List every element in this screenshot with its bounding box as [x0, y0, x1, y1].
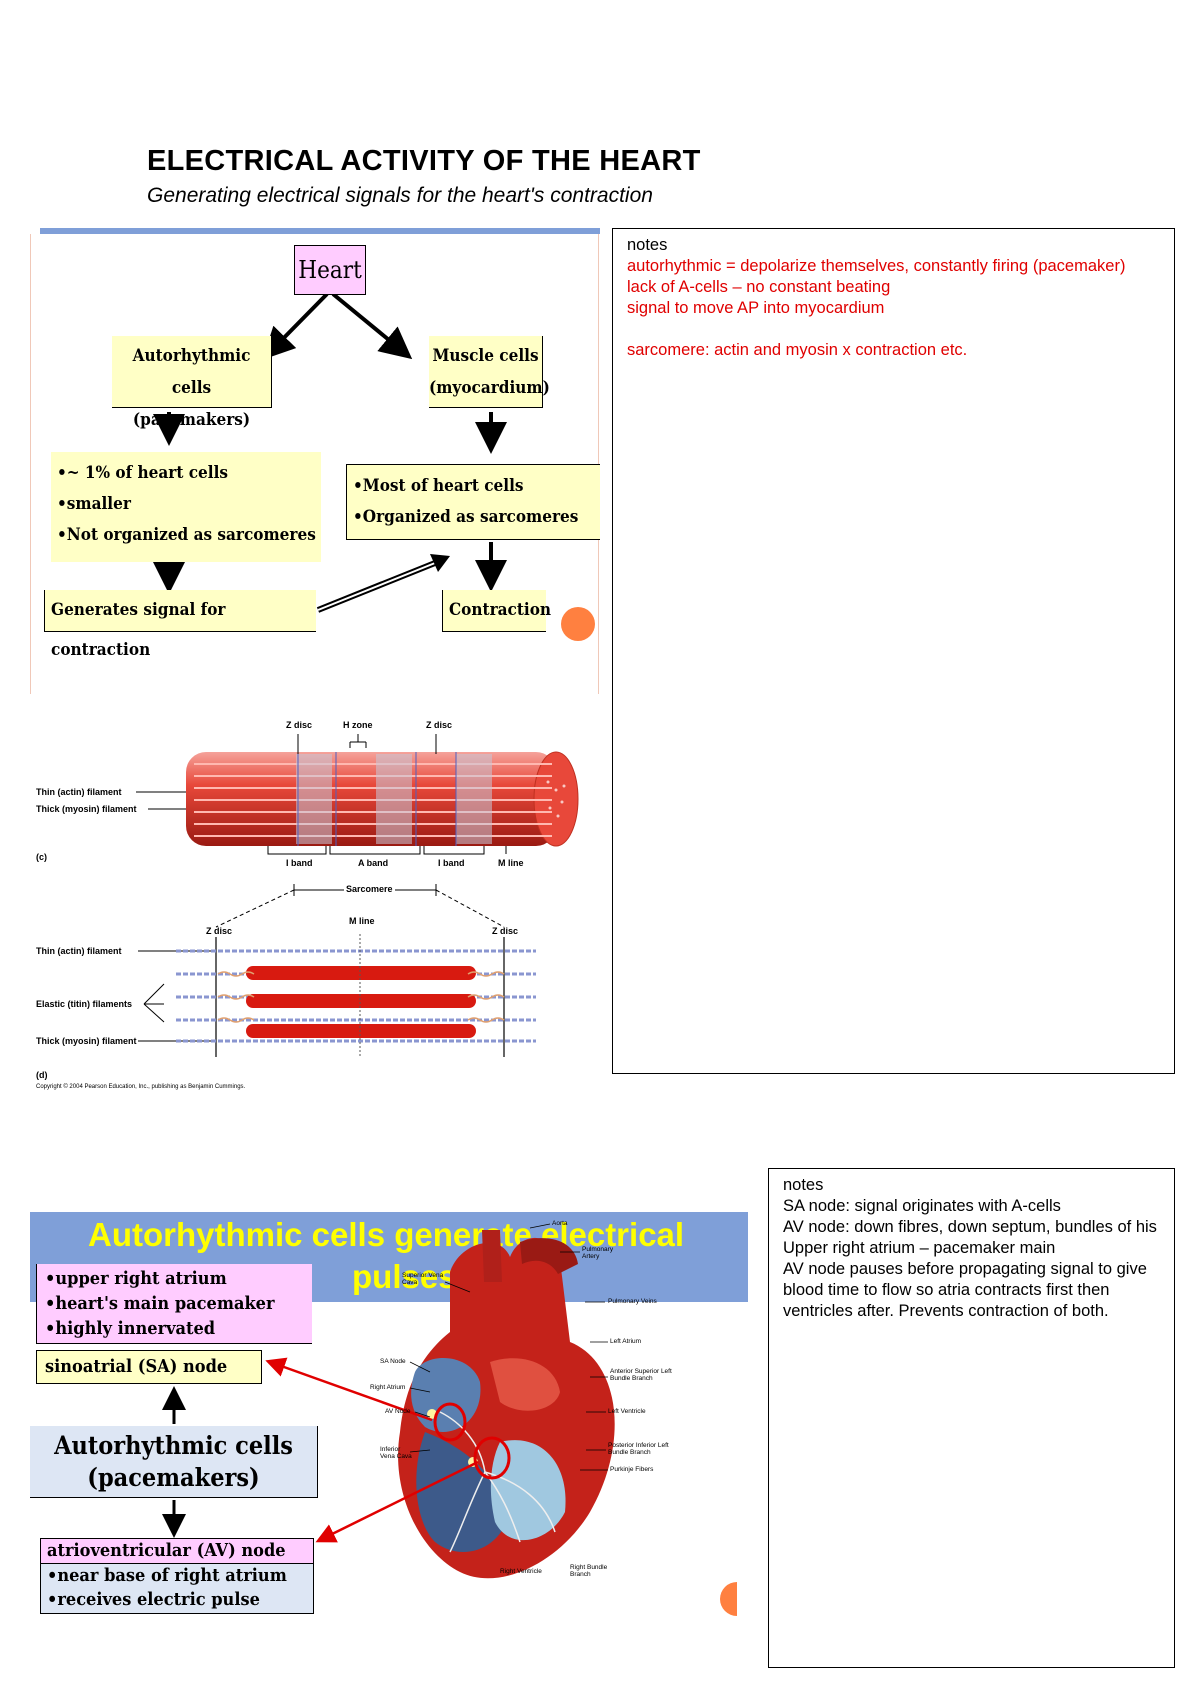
- orange-dot: [561, 607, 595, 641]
- sa-fact-innervated: •highly innervated: [45, 1318, 216, 1339]
- av-node-box: atrioventricular (AV) node: [40, 1538, 314, 1564]
- autorhythmic2-line2: (pacemakers): [87, 1463, 260, 1492]
- heart-illustration: [398, 1230, 615, 1579]
- label-c: (c): [36, 852, 47, 862]
- label-a-band: A band: [358, 858, 389, 868]
- heart-label-right-bundle: Right Bundle Branch: [570, 1564, 608, 1578]
- label-z-disc-top-1: Z disc: [286, 720, 313, 730]
- notes-1-line-2: lack of A-cells – no constant beating: [627, 278, 891, 296]
- label-m-line-1: M line: [498, 858, 524, 868]
- notes-2-line-2: AV node: down fibres, down septum, bundl…: [783, 1218, 1157, 1236]
- label-m-line-2: M line: [349, 916, 375, 926]
- autorhythmic-facts: •~ 1% of heart cells •smaller •Not organ…: [51, 452, 321, 562]
- heart-label-left-atrium: Left Atrium: [610, 1338, 642, 1345]
- sa-fact-main: •heart's main pacemaker: [45, 1293, 275, 1314]
- notes-1-line-1: autorhythmic = depolarize themselves, co…: [627, 257, 1126, 275]
- label-thin-filament-2: Thin (actin) filament: [36, 946, 122, 956]
- notes-2-label: notes: [783, 1176, 824, 1194]
- autorhythmic2-line1: Autorhythmic cells: [54, 1431, 293, 1460]
- label-thick-filament-1: Thick (myosin) filament: [36, 804, 137, 814]
- heart-label-anterior-superior: Anterior Superior Left Bundle Branch: [610, 1368, 672, 1382]
- label-sarcomere: Sarcomere: [344, 884, 395, 894]
- page-subtitle: Generating electrical signals for the he…: [147, 184, 653, 207]
- notes-1-label: notes: [627, 236, 668, 254]
- arrow-generates-to-sarcomeres: [316, 554, 450, 613]
- heart-label-purkinje: Purkinje Fibers: [610, 1466, 654, 1473]
- heart-label-left-ventricle: Left Ventricle: [608, 1408, 646, 1415]
- arrow-heart-to-muscle: [331, 292, 413, 360]
- heart-label-right-ventricle: Right Ventricle: [500, 1568, 542, 1575]
- slide2-title-line1: Autorhythmic cells generate electrical: [88, 1216, 685, 1253]
- muscle-fiber: [186, 751, 579, 847]
- label-thin-filament-1: Thin (actin) filament: [36, 787, 122, 797]
- label-h-zone: H zone: [343, 720, 373, 730]
- sarcomere-drawing: [136, 734, 579, 1057]
- orange-half-dot: [720, 1582, 737, 1616]
- heart-label-svc: Superior Vena Cava: [402, 1272, 444, 1286]
- autorhythmic-line2: (pacemakers): [132, 410, 251, 430]
- slide2-drawing: [162, 1223, 615, 1579]
- sa-facts-box: •upper right atrium •heart's main pacema…: [36, 1264, 312, 1344]
- fact-organized: •Organized as sarcomeres: [353, 507, 579, 527]
- fact-not-sarcomeres: •Not organized as sarcomeres: [57, 525, 316, 545]
- muscle-box: Muscle cells (myocardium): [429, 336, 550, 408]
- sa-fact-upper: •upper right atrium: [45, 1268, 227, 1289]
- notes-1-line-3: signal to move AP into myocardium: [627, 299, 885, 317]
- autorhythmic-box: Autorhythmic cells (pacemakers): [112, 336, 272, 430]
- muscle-facts: •Most of heart cells •Organized as sarco…: [346, 464, 600, 540]
- label-d: (d): [36, 1070, 48, 1080]
- label-z-disc-right: Z disc: [492, 926, 519, 936]
- av-fact-receives: •receives electric pulse: [47, 1589, 260, 1610]
- autorhythmic-cells-box: Autorhythmic cells (pacemakers): [30, 1426, 318, 1498]
- contraction-box: Contraction: [442, 590, 551, 632]
- heart-box: Heart: [294, 245, 366, 295]
- notes-2-line-3: Upper right atrium – pacemaker main: [783, 1239, 1056, 1257]
- sarcomere-figure: Z disc H zone Z disc Thin (actin) filame…: [36, 712, 596, 1102]
- heart-label-pulmonary-veins: Pulmonary Veins: [608, 1298, 657, 1305]
- notes-1-line-4: [627, 319, 1160, 340]
- heart-label-aorta: Aorta: [552, 1220, 568, 1227]
- arrow-sa-pointer: [265, 1357, 433, 1422]
- slide-flowchart: Heart Autorhythmic cells (pacemakers) Mu…: [30, 226, 600, 694]
- notes-box-1[interactable]: notes autorhythmic = depolarize themselv…: [612, 228, 1175, 1074]
- slide-left-border: [30, 234, 31, 694]
- arrow-av-pointer: [315, 1460, 479, 1543]
- notes-2-line-4: AV node pauses before propagating signal…: [783, 1260, 1147, 1320]
- heart-label-right-atrium: Right Atrium: [370, 1384, 406, 1391]
- label-i-band-2: I band: [438, 858, 465, 868]
- fact-most-cells: •Most of heart cells: [353, 476, 524, 496]
- label-i-band-1: I band: [286, 858, 313, 868]
- sa-node-circle: [433, 1402, 467, 1442]
- label-z-disc-top-2: Z disc: [426, 720, 453, 730]
- slide-autorhythmic: Autorhythmic cells generate electrical p…: [30, 1212, 750, 1616]
- slide2-title-line2: pulses: [352, 1258, 457, 1295]
- autorhythmic-line1: Autorhythmic cells: [132, 346, 251, 398]
- flow-arrows: [153, 292, 595, 641]
- generates-box: Generates signal for contraction: [44, 590, 316, 660]
- av-node-circle: [473, 1436, 511, 1480]
- label-elastic-filaments: Elastic (titin) filaments: [36, 999, 133, 1009]
- notes-1-line-5: sarcomere: actin and myosin x contractio…: [627, 341, 968, 359]
- heart-label-ivc: Inferior Vena Cava: [380, 1446, 412, 1460]
- heart-label-av-node: AV Node: [385, 1408, 411, 1415]
- label-thick-filament-2: Thick (myosin) filament: [36, 1036, 137, 1046]
- muscle-line1: Muscle cells: [432, 346, 539, 366]
- copyright-text: Copyright © 2004 Pearson Education, Inc.…: [36, 1084, 246, 1090]
- slide-top-rule: [40, 228, 600, 234]
- sa-node-box: sinoatrial (SA) node: [36, 1350, 262, 1384]
- sarcomere-detail: [176, 934, 536, 1057]
- notes-2-line-1: SA node: signal originates with A-cells: [783, 1197, 1061, 1215]
- muscle-line2: (myocardium): [429, 378, 550, 398]
- notes-box-2[interactable]: notes SA node: signal originates with A-…: [768, 1168, 1175, 1668]
- label-z-disc-left: Z disc: [206, 926, 233, 936]
- arrow-heart-to-auto: [262, 292, 329, 360]
- heart-label-posterior-inferior: Posterior Inferior Left Bundle Branch: [608, 1442, 669, 1456]
- fact-one-percent: •~ 1% of heart cells: [57, 463, 228, 483]
- heart-label-pulmonary-artery: Pulmonary Artery: [582, 1246, 614, 1260]
- av-fact-base: •near base of right atrium: [47, 1565, 287, 1586]
- heart-label-sa-node: SA Node: [380, 1358, 406, 1365]
- page-title: ELECTRICAL ACTIVITY OF THE HEART: [147, 145, 701, 177]
- fact-smaller: •smaller: [57, 494, 131, 514]
- av-facts-box: •near base of right atrium •receives ele…: [40, 1564, 314, 1614]
